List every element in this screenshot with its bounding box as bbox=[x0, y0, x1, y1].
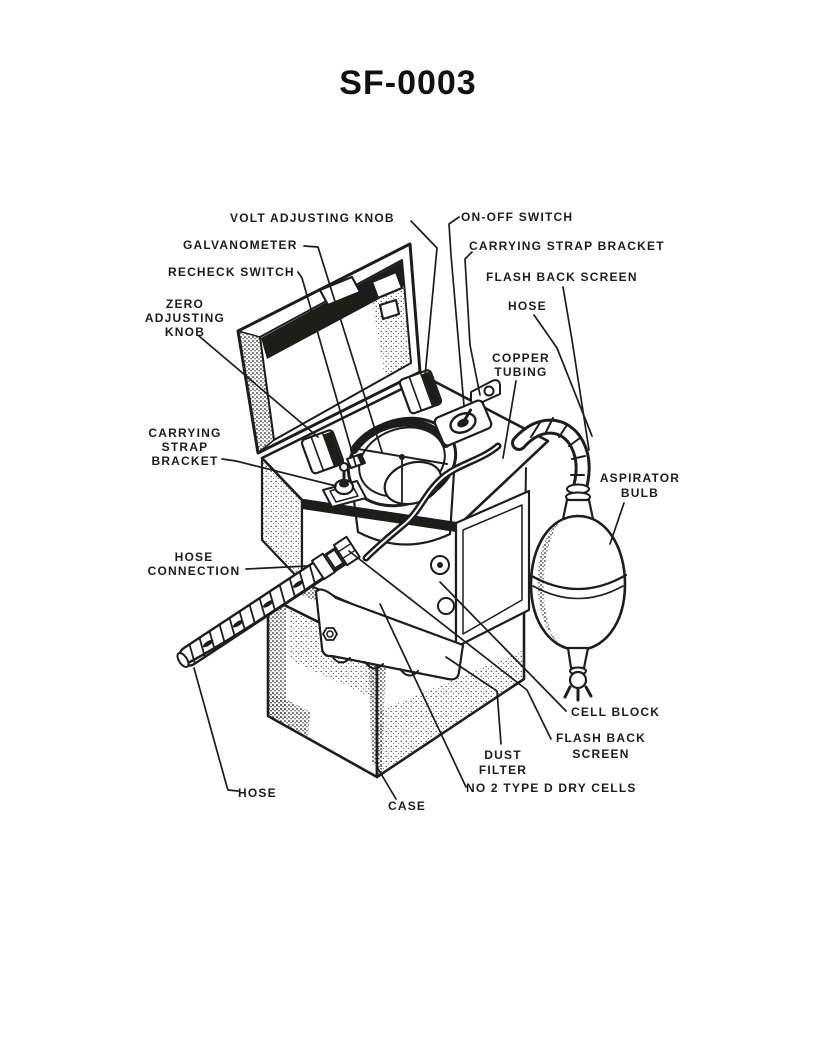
hose-elbow bbox=[511, 417, 591, 503]
label-volt-adjusting-knob: VOLT ADJUSTING KNOB bbox=[230, 211, 395, 225]
label-flash-back-screen-top: FLASH BACK SCREEN bbox=[486, 270, 638, 284]
label-on-off-switch: ON-OFF SWITCH bbox=[461, 210, 574, 224]
leader-carrying-strap-bracket-right bbox=[464, 251, 481, 396]
label-hose-top: HOSE bbox=[508, 299, 547, 313]
panel-controls bbox=[300, 369, 501, 508]
hose-connection-fitting bbox=[310, 535, 361, 581]
label-case: CASE bbox=[388, 799, 427, 813]
leader-recheck-switch bbox=[297, 271, 357, 467]
leader-dust-filter bbox=[445, 656, 502, 745]
label-carrying-strap-bracket-right: CARRYING STRAP BRACKET bbox=[469, 239, 665, 253]
sampling-probe bbox=[176, 535, 361, 669]
aspirator-bulb-part bbox=[528, 498, 628, 702]
leader-hose-top bbox=[533, 314, 593, 437]
carrying-case bbox=[266, 467, 527, 779]
leader-hose-bottom bbox=[193, 667, 239, 792]
page-title: SF-0003 bbox=[339, 64, 477, 102]
leader-dry-cells bbox=[379, 603, 467, 788]
leader-flash-back-screen-bottom bbox=[348, 550, 552, 740]
copper-tubing-part bbox=[362, 442, 502, 562]
leader-case bbox=[376, 766, 397, 800]
label-copper-tubing: COPPER TUBING bbox=[492, 351, 550, 379]
label-aspirator-bulb: ASPIRATOR BULB bbox=[599, 471, 681, 500]
label-recheck-switch: RECHECK SWITCH bbox=[168, 265, 295, 279]
label-hose-connection: HOSE CONNECTION bbox=[147, 550, 241, 578]
label-dust-filter: DUST FILTER bbox=[478, 748, 528, 777]
leader-hose-connection bbox=[245, 565, 308, 570]
label-cell-block: CELL BLOCK bbox=[571, 705, 661, 719]
leader-aspirator-bulb bbox=[609, 502, 625, 545]
label-galvanometer: GALVANOMETER bbox=[183, 238, 298, 252]
leader-copper-tubing bbox=[502, 380, 517, 459]
lid bbox=[236, 242, 422, 455]
leader-galvanometer bbox=[303, 245, 383, 453]
leader-carrying-strap-bracket-left bbox=[221, 458, 337, 487]
label-no-2-type-d-dry-cells: NO 2 TYPE D DRY CELLS bbox=[466, 781, 637, 795]
label-carrying-strap-bracket-left: CARRYING STRAP BRACKET bbox=[148, 426, 222, 468]
label-zero-adjusting-knob: ZERO ADJUSTING KNOB bbox=[144, 297, 226, 339]
label-flash-back-screen-bottom: FLASH BACK SCREEN bbox=[556, 731, 646, 761]
leader-on-off-switch bbox=[448, 216, 465, 407]
leader-volt-adjusting-knob bbox=[410, 220, 438, 377]
leader-zero-adjusting-knob bbox=[198, 335, 319, 438]
leader-lines bbox=[193, 216, 625, 800]
label-hose-bottom: HOSE bbox=[238, 786, 277, 800]
leader-cell-block bbox=[439, 581, 567, 712]
